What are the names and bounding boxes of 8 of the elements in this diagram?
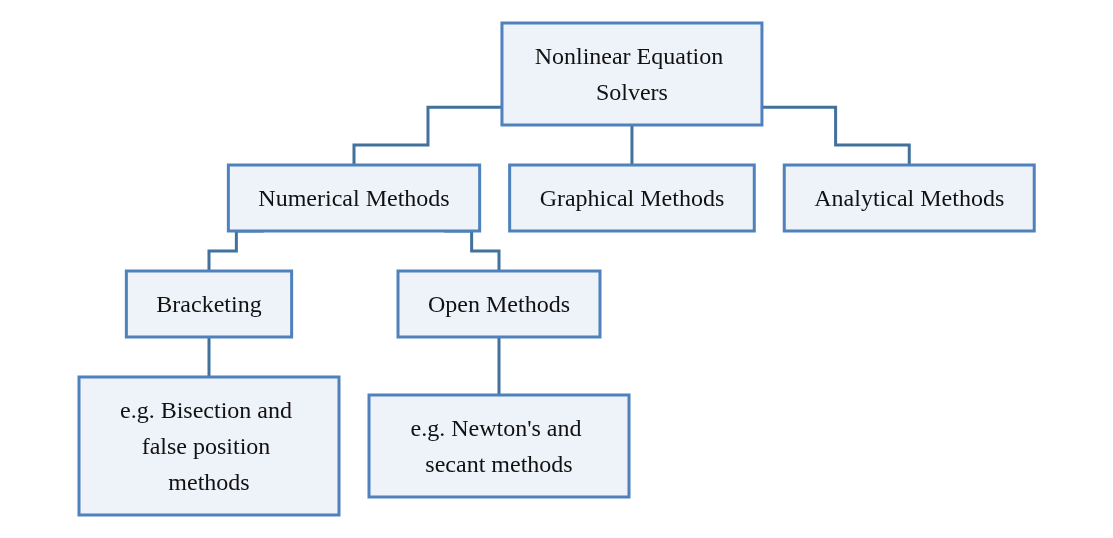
node-box: Bracketing <box>124 269 293 339</box>
node-box: Graphical Methods <box>508 163 756 233</box>
node-box: e.g. Newton's and secant methods <box>367 393 631 499</box>
node-box: e.g. Bisection and false position methods <box>77 375 341 517</box>
node-box: Open Methods <box>396 269 602 339</box>
node-box: Analytical Methods <box>782 163 1036 233</box>
node-box: Numerical Methods <box>226 163 481 233</box>
node-box: Nonlinear Equation Solvers <box>500 21 764 127</box>
